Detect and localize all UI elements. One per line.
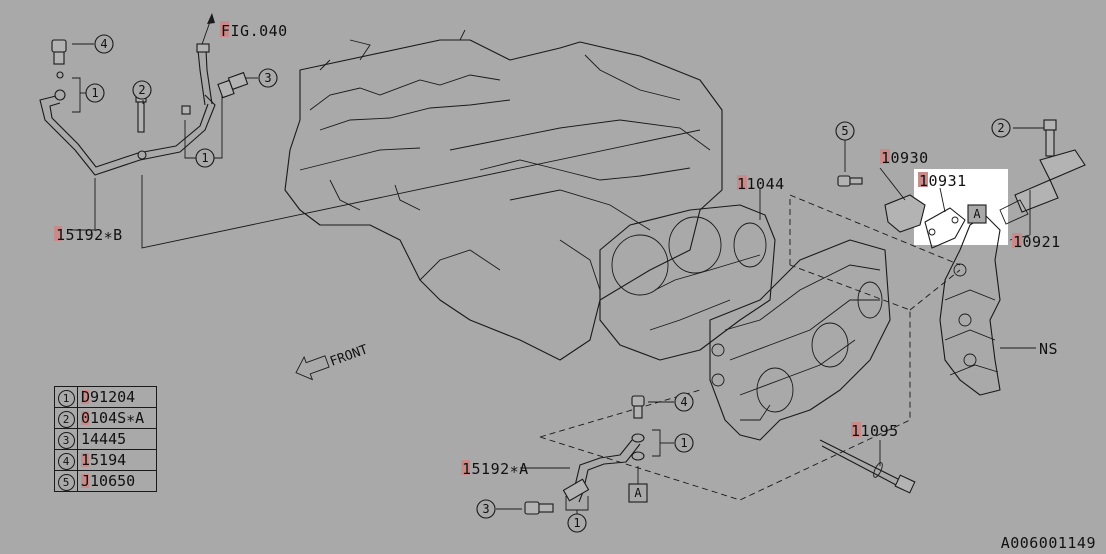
- svg-text:1: 1: [91, 86, 98, 100]
- svg-text:11095: 11095: [851, 422, 899, 440]
- label-11044[interactable]: 11044: [737, 175, 785, 193]
- legend-code: 15194: [81, 451, 127, 469]
- oil-control-valve-assembly: [939, 119, 1086, 396]
- callout-group-right: 5 2: [835, 118, 1011, 141]
- legend-code: D91204: [81, 388, 136, 406]
- svg-text:4: 4: [680, 395, 687, 409]
- svg-text:15192∗B: 15192∗B: [56, 226, 123, 244]
- head-gasket-11044: [599, 188, 776, 361]
- ref-marker-a-right[interactable]: A: [967, 204, 987, 224]
- catalog-id: A006001149: [1000, 534, 1096, 552]
- engine-block-outline: [284, 29, 723, 361]
- label-15192a[interactable]: 15192∗A: [461, 460, 529, 478]
- parts-legend-table: 1 D91204 2 0104S∗A 3 14445 4 15194 5 J10…: [54, 386, 157, 492]
- callout-group-top-left: 4 1 2 3 1: [85, 34, 278, 168]
- label-10931[interactable]: 10931: [918, 172, 967, 190]
- svg-text:FRONT: FRONT: [328, 342, 370, 370]
- svg-text:1: 1: [201, 151, 208, 165]
- ref-marker-a-bottom[interactable]: A: [628, 466, 648, 503]
- legend-code: J10650: [81, 472, 136, 490]
- svg-text:3: 3: [264, 71, 271, 85]
- label-15192b[interactable]: 15192∗B: [54, 226, 123, 244]
- fig-reference-label[interactable]: FIG.040: [221, 22, 288, 40]
- legend-number: 5: [57, 473, 75, 491]
- label-10930[interactable]: 10930: [880, 149, 929, 167]
- svg-text:3: 3: [482, 502, 489, 516]
- svg-text:1: 1: [680, 436, 687, 450]
- svg-text:2: 2: [997, 121, 1004, 135]
- svg-text:10921: 10921: [1013, 233, 1061, 251]
- svg-text:5: 5: [841, 124, 848, 138]
- oil-pipe-a: [496, 395, 674, 515]
- cylinder-head: [709, 239, 891, 441]
- cover-10930: [837, 140, 926, 233]
- legend-row[interactable]: 2 0104S∗A: [54, 407, 157, 429]
- legend-number: 2: [57, 410, 75, 428]
- oil-pipe-b: [39, 39, 701, 249]
- front-direction-arrow: FRONT: [295, 342, 370, 381]
- label-11095[interactable]: 11095: [851, 422, 899, 440]
- legend-code: 14445: [81, 430, 127, 448]
- legend-row[interactable]: 4 15194: [54, 449, 157, 471]
- label-10921[interactable]: 10921: [1012, 233, 1061, 251]
- highlight-box-10931: [914, 169, 1008, 245]
- legend-row[interactable]: 3 14445: [54, 428, 157, 450]
- legend-row[interactable]: 5 J10650: [54, 470, 157, 492]
- bolt-11095: [819, 439, 916, 494]
- svg-text:1: 1: [573, 516, 580, 530]
- legend-code: 0104S∗A: [81, 409, 145, 427]
- svg-text:10930: 10930: [881, 149, 929, 167]
- assembly-dashed-outline: [539, 194, 961, 501]
- legend-number: 3: [57, 431, 75, 449]
- svg-text:NS: NS: [1039, 340, 1058, 358]
- svg-text:A: A: [973, 207, 981, 221]
- svg-text:2: 2: [138, 83, 145, 97]
- svg-text:15192∗A: 15192∗A: [462, 460, 529, 478]
- svg-text:11044: 11044: [737, 175, 785, 193]
- fig-reference: FIG.040: [199, 13, 288, 51]
- svg-text:A: A: [634, 486, 642, 500]
- legend-row[interactable]: 1 D91204: [54, 386, 157, 408]
- legend-number: 1: [57, 389, 75, 407]
- callout-group-bottom: 4 1 3 1: [476, 392, 694, 533]
- label-ns[interactable]: NS: [1039, 340, 1058, 358]
- gasket-10931: [924, 187, 966, 249]
- svg-text:10931: 10931: [919, 172, 967, 190]
- legend-number: 4: [57, 452, 75, 470]
- svg-text:4: 4: [100, 37, 107, 51]
